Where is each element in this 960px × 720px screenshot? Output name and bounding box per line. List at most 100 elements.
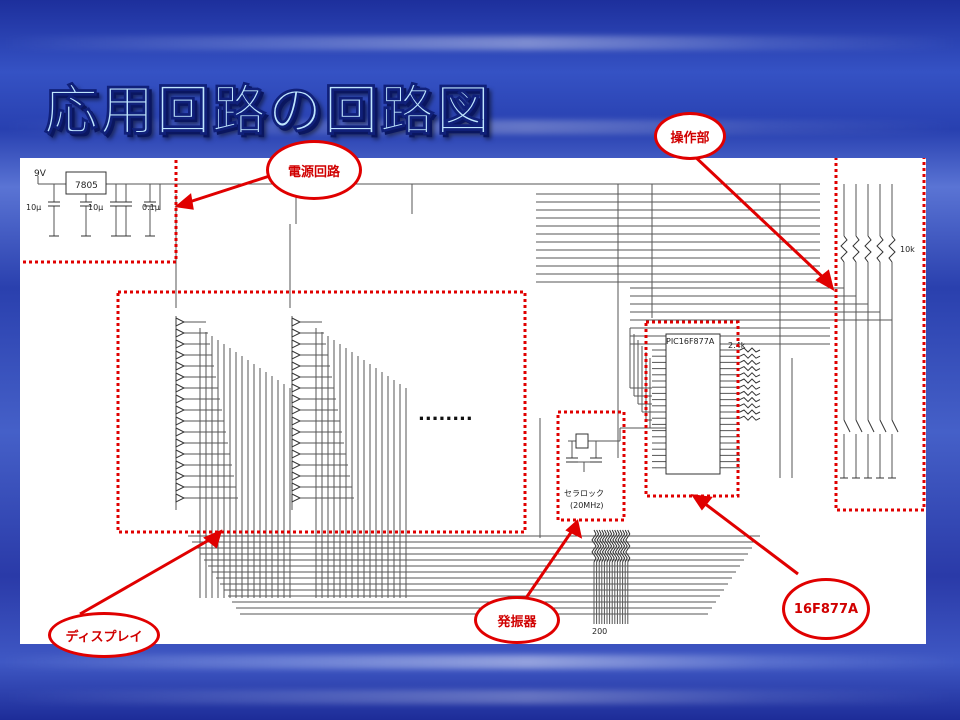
led-resistor	[622, 529, 628, 563]
led-column-1-led	[175, 383, 186, 393]
led-column-1-led	[175, 361, 186, 371]
led-column-1-led	[175, 416, 186, 426]
pullup-resistor	[739, 415, 761, 421]
circuit-wires	[37, 176, 893, 624]
callout-arrows	[79, 158, 835, 616]
switch-blade	[867, 419, 875, 433]
led-resistor	[619, 529, 626, 563]
led-resistor	[599, 529, 605, 563]
led-column-1-led	[175, 427, 186, 437]
pullup-10k	[840, 235, 848, 263]
circuit-components	[48, 171, 899, 563]
led-column-2-led	[291, 416, 302, 426]
led-column-1-led	[175, 471, 186, 481]
callout-oscillator: 発振器	[474, 596, 560, 644]
mcu-part-label: PIC16F877A	[666, 337, 715, 346]
led-column-2-led	[291, 482, 302, 492]
led-column-1-led	[175, 372, 186, 382]
callout-mcu: 16F877A	[782, 578, 870, 640]
led-column-1-led	[175, 493, 186, 503]
arrow-operation-head	[815, 269, 835, 292]
arrow-display-head	[203, 529, 223, 549]
led-column-1-led	[175, 394, 186, 404]
arrow-oscillator-head	[565, 519, 583, 539]
led-column-2-led	[291, 383, 302, 393]
arrow-power	[182, 170, 283, 206]
arrow-power-head	[174, 193, 194, 210]
led-resistor-label: 200	[592, 627, 607, 636]
pullup-resistor	[739, 372, 761, 378]
pullup-10k	[888, 235, 896, 263]
led-resistor	[601, 529, 608, 563]
pullup-10k	[864, 235, 872, 263]
switch-blade	[891, 419, 899, 433]
power-circuit-region	[20, 158, 178, 264]
cap1-label: 10μ	[26, 203, 41, 212]
pullup-resistor	[739, 347, 761, 353]
pullup-resistor	[739, 384, 761, 390]
led-column-2-led	[291, 493, 302, 503]
led-column-1-led	[175, 350, 186, 360]
led-column-1-led	[175, 449, 186, 459]
ceramic-freq-label: (20MHz)	[570, 501, 604, 510]
arrow-mcu-head	[690, 494, 713, 511]
led-column-2-led	[291, 328, 302, 338]
led-column-1-led	[175, 460, 186, 470]
led-resistor	[593, 529, 600, 563]
display-ellipsis: ........	[418, 404, 473, 425]
callout-power-circuit: 電源回路	[266, 140, 362, 200]
callout-operation-part: 操作部	[654, 112, 726, 160]
led-column-1-led	[175, 317, 186, 327]
mcu-chip	[665, 333, 721, 475]
led-resistor	[591, 529, 597, 563]
mcu-region	[644, 320, 740, 498]
pullup-10k	[852, 235, 860, 263]
switch-blade	[843, 419, 851, 433]
pullup-resistor	[739, 396, 761, 403]
led-column-2-led	[291, 372, 302, 382]
led-column-2-led	[291, 394, 302, 404]
ceramic-label: セラロック	[564, 489, 604, 498]
led-column-2-led	[291, 427, 302, 437]
switch-blade	[879, 419, 887, 433]
led-column-1-led	[175, 328, 186, 338]
led-column-2-led	[291, 438, 302, 448]
led-column-2-led	[291, 471, 302, 481]
led-column-2-led	[291, 361, 302, 371]
led-column-2-led	[291, 317, 302, 327]
resonator-body	[575, 433, 589, 449]
pullup-resistor	[739, 409, 761, 415]
pullup-resistor	[739, 403, 761, 409]
led-column-2-led	[291, 460, 302, 470]
switch-res-label: 10k	[900, 245, 915, 254]
led-column-2-led	[291, 405, 302, 415]
pullup-resistor	[739, 365, 761, 372]
led-column-1-led	[175, 405, 186, 415]
pullup-resistor	[739, 359, 761, 366]
led-resistor	[612, 529, 618, 563]
oscillator-region	[556, 410, 626, 522]
regulator-label: 7805	[75, 181, 98, 191]
led-column-1-led	[175, 438, 186, 448]
led-resistor	[625, 529, 631, 563]
led-column-2-led	[291, 350, 302, 360]
led-resistor	[609, 529, 615, 563]
led-column-1-led	[175, 339, 186, 349]
led-resistor	[596, 529, 602, 563]
cap2-label: 10μ	[88, 203, 103, 212]
regulator-box	[65, 171, 107, 195]
supply-voltage-label: 9V	[34, 169, 47, 179]
pullup-resistor	[739, 390, 761, 397]
led-column-1-led	[175, 482, 186, 492]
led-resistor	[617, 529, 623, 563]
led-resistor	[614, 529, 621, 563]
operation-region	[834, 158, 926, 512]
arrow-display	[79, 534, 217, 616]
arrow-operation	[694, 158, 830, 284]
page-title: 応用回路の回路図	[44, 79, 492, 143]
cap3-label: 0.1μ	[142, 203, 160, 212]
led-column-2-led	[291, 339, 302, 349]
pullup-10k	[876, 235, 884, 263]
led-resistor	[606, 529, 613, 563]
schematic-panel: 9V 7805 10μ 10μ 0.1μ PIC16F877A 2.4k 10k…	[20, 158, 926, 644]
